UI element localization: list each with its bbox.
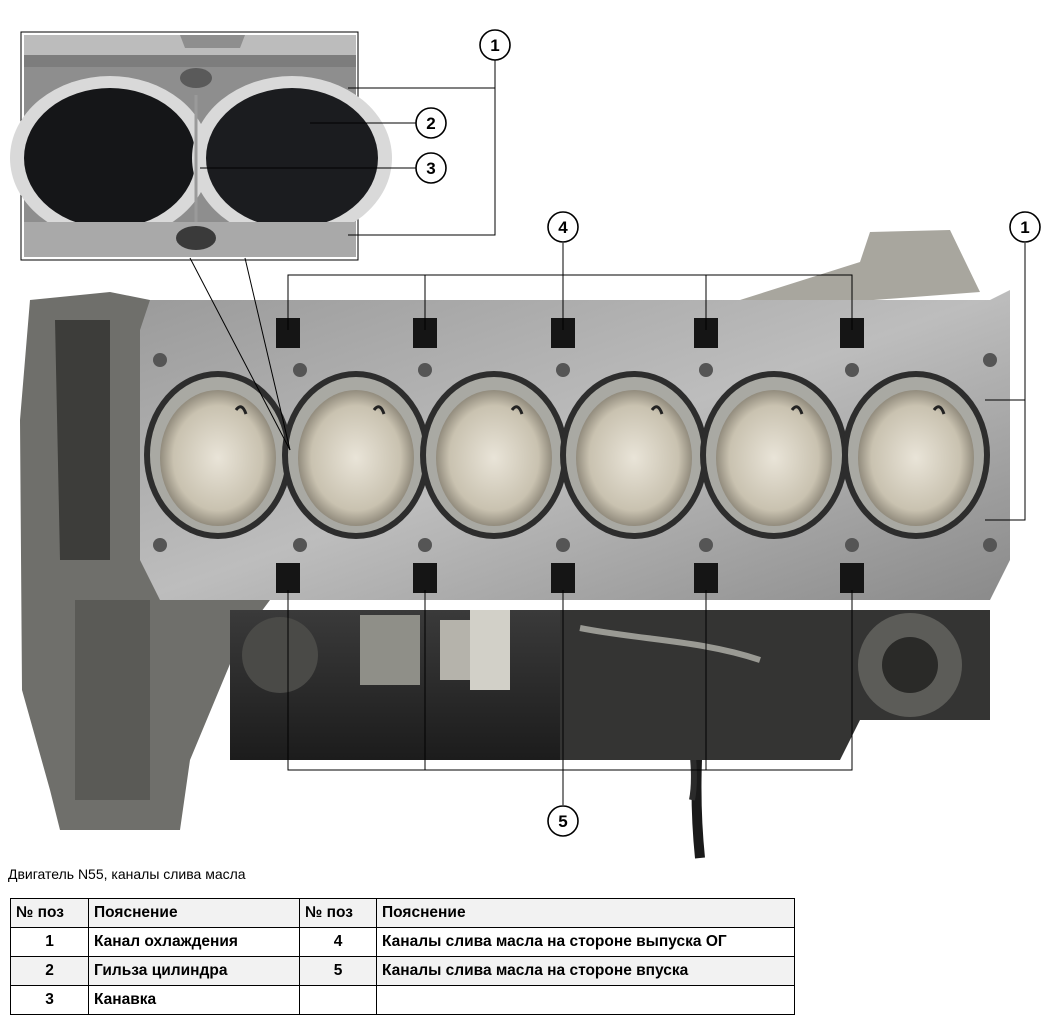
cylinder-bore — [716, 390, 832, 526]
pos-cell: 3 — [10, 985, 89, 1015]
desc-cell: Канавка — [88, 985, 300, 1015]
svg-text:1: 1 — [490, 36, 499, 55]
bolt-hole — [983, 353, 997, 367]
desc-cell: Гильза цилиндра — [88, 956, 300, 986]
callout-3: 3 — [415, 152, 447, 184]
desc-cell: Каналы слива масла на стороне выпуска ОГ — [376, 927, 795, 957]
engine-block-figure: 1 2 3 4 1 5 — [10, 29, 1041, 859]
table-row: 2 Гильза цилиндра 5 Каналы слива масла н… — [10, 956, 795, 986]
desc-cell: Канал охлаждения — [88, 927, 300, 957]
bolt-hole — [153, 538, 167, 552]
table-row: 1 Канал охлаждения 4 Каналы слива масла … — [10, 927, 795, 957]
desc-cell: Каналы слива масла на стороне впуска — [376, 956, 795, 986]
bolt-hole — [556, 363, 570, 377]
bolt-hole — [983, 538, 997, 552]
oil-jet — [650, 405, 664, 415]
pos-cell: 5 — [299, 956, 377, 986]
callout-5: 5 — [547, 805, 579, 837]
bolt-hole — [699, 538, 713, 552]
callout-1-right: 1 — [1009, 211, 1041, 243]
svg-text:3: 3 — [426, 159, 435, 178]
oil-jet — [790, 405, 804, 415]
leader-lines — [189, 60, 1026, 805]
bolt-hole — [418, 363, 432, 377]
figure-caption: Двигатель N55, каналы слива масла — [8, 866, 246, 882]
oil-drain-slot — [276, 563, 300, 593]
pos-cell: 2 — [10, 956, 89, 986]
cylinder-bore — [298, 390, 414, 526]
inset-closeup — [10, 31, 392, 261]
callout-2: 2 — [415, 107, 447, 139]
table-row: 3 Канавка — [10, 985, 795, 1015]
oil-drain-slot — [694, 563, 718, 593]
oil-drain-slot — [413, 563, 437, 593]
bolt-hole — [556, 538, 570, 552]
cylinder-bore — [160, 390, 276, 526]
cylinder-bore — [576, 390, 692, 526]
legend-table: № поз Пояснение № поз Пояснение 1 Канал … — [10, 898, 795, 1015]
pos-cell: 1 — [10, 927, 89, 957]
svg-text:1: 1 — [1020, 218, 1029, 237]
pos-cell: 4 — [299, 927, 377, 957]
bolt-hole — [699, 363, 713, 377]
callout-4: 4 — [547, 211, 579, 243]
oil-drain-slot — [551, 563, 575, 593]
svg-text:2: 2 — [426, 114, 435, 133]
oil-jet — [510, 405, 524, 415]
svg-text:4: 4 — [558, 218, 568, 237]
callout-1-top: 1 — [479, 29, 511, 61]
bolt-hole — [293, 363, 307, 377]
pos-cell — [299, 985, 377, 1015]
svg-text:5: 5 — [558, 812, 567, 831]
oil-jet — [932, 405, 946, 415]
bolt-hole — [418, 538, 432, 552]
bolt-hole — [845, 363, 859, 377]
bolt-hole — [153, 353, 167, 367]
oil-jet — [372, 405, 386, 415]
legend-header-row: № поз Пояснение № поз Пояснение — [10, 898, 795, 928]
engine-block-photo — [20, 230, 1010, 859]
header-desc-2: Пояснение — [376, 898, 795, 928]
desc-cell — [376, 985, 795, 1015]
cylinder-bore — [858, 390, 974, 526]
oil-jet — [234, 405, 248, 415]
header-pos-2: № поз — [299, 898, 377, 928]
cylinder-bore — [436, 390, 552, 526]
header-pos-1: № поз — [10, 898, 89, 928]
bolt-hole — [845, 538, 859, 552]
oil-drain-slot — [840, 563, 864, 593]
bolt-hole — [293, 538, 307, 552]
header-desc-1: Пояснение — [88, 898, 300, 928]
